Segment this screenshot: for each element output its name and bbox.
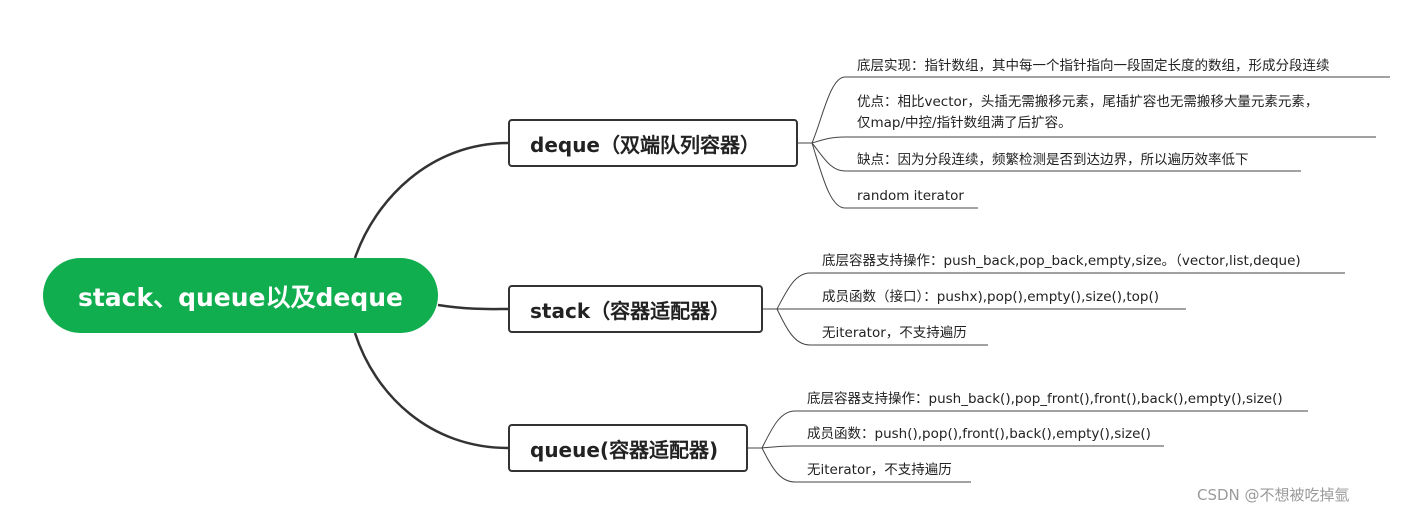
csdn-watermark: CSDN @不想被吃掉氩 [1197, 486, 1350, 504]
branch-label: stack（容器适配器） [530, 298, 731, 323]
leaf-text: 底层容器支持操作：push_back,pop_back,empty,size。（… [822, 253, 1301, 269]
leaf-text-continued: 仅map/中控/指针数组满了后扩容。 [857, 115, 1072, 131]
leaf-text: 成员函数：push(),pop(),front(),back(),empty()… [807, 426, 1151, 442]
connector-root-queue [353, 332, 509, 450]
branch-label: queue(容器适配器) [530, 437, 719, 462]
connector-root-deque [353, 141, 509, 259]
branch-queue[interactable]: queue(容器适配器) [508, 424, 748, 472]
leaf-text: 缺点：因为分段连续，频繁检测是否到达边界，所以遍历效率低下 [857, 152, 1249, 168]
branch-deque[interactable]: deque（双端队列容器） [508, 119, 798, 167]
leaf-deque-advantages[interactable]: 优点：相比vector，头插无需搬移元素，尾插扩容也无需搬移大量元素元素， 仅m… [857, 92, 1318, 134]
branch-stack[interactable]: stack（容器适配器） [508, 285, 763, 333]
leaf-text: 底层容器支持操作：push_back(),pop_front(),front()… [807, 391, 1283, 407]
leaf-deque-disadvantages[interactable]: 缺点：因为分段连续，频繁检测是否到达边界，所以遍历效率低下 [857, 150, 1249, 171]
leaf-stack-iterator[interactable]: 无iterator，不支持遍历 [822, 323, 967, 344]
root-label: stack、queue以及deque [77, 282, 404, 312]
leaf-text: 优点：相比vector，头插无需搬移元素，尾插扩容也无需搬移大量元素元素， [857, 94, 1319, 110]
leaf-text: random iterator [857, 188, 964, 204]
leaf-text: 无iterator，不支持遍历 [807, 462, 952, 478]
leaf-text: 无iterator，不支持遍历 [822, 325, 967, 341]
leaf-stack-underlying-container[interactable]: 底层容器支持操作：push_back,pop_back,empty,size。（… [822, 251, 1301, 272]
root-node[interactable]: stack、queue以及deque [43, 258, 438, 333]
leaf-deque-iterator[interactable]: random iterator [857, 186, 964, 207]
connector-queue-leaves [748, 410, 1308, 483]
connector-root-stack [437, 303, 509, 311]
leaf-deque-implementation[interactable]: 底层实现：指针数组，其中每一个指针指向一段固定长度的数组，形成分段连续 [857, 56, 1330, 77]
leaf-stack-member-functions[interactable]: 成员函数（接口）：pushx),pop(),empty(),size(),top… [822, 287, 1159, 308]
connector-deque-leaves [798, 76, 1390, 209]
leaf-queue-member-functions[interactable]: 成员函数：push(),pop(),front(),back(),empty()… [807, 424, 1151, 445]
connector-stack-leaves [763, 272, 1345, 346]
leaf-queue-underlying-container[interactable]: 底层容器支持操作：push_back(),pop_front(),front()… [807, 389, 1283, 410]
leaf-text: 底层实现：指针数组，其中每一个指针指向一段固定长度的数组，形成分段连续 [857, 58, 1330, 74]
leaf-queue-iterator[interactable]: 无iterator，不支持遍历 [807, 460, 952, 481]
leaf-text: 成员函数（接口）：pushx),pop(),empty(),size(),top… [822, 289, 1160, 305]
branch-label: deque（双端队列容器） [530, 132, 760, 157]
